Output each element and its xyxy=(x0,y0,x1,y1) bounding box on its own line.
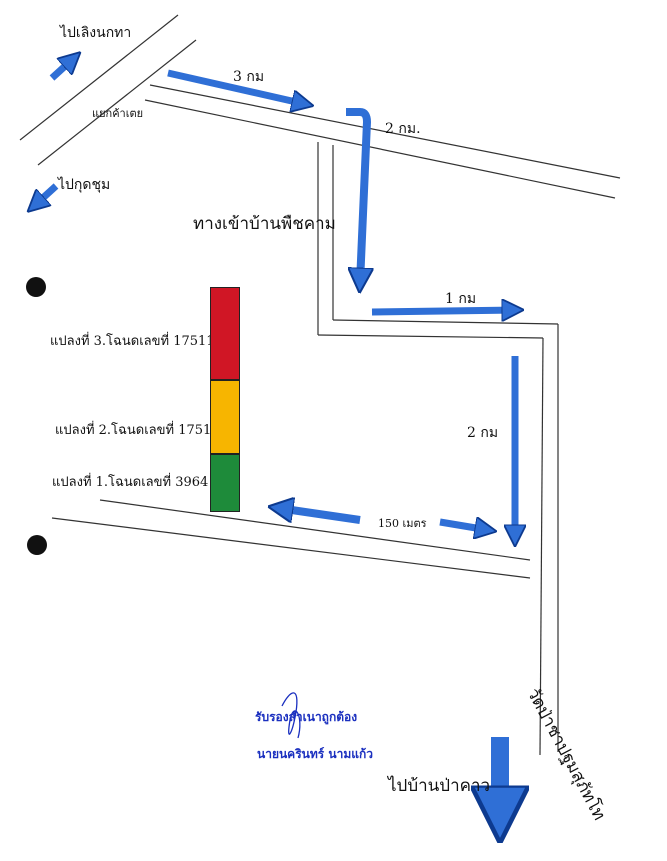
plot-3-block xyxy=(210,287,240,380)
road-diagonal-edge-1 xyxy=(19,14,179,141)
road-lower-edge-1 xyxy=(99,499,531,561)
label-entrance-ban-phuet-kham: ทางเข้าบ้านพืชคาม xyxy=(193,214,336,234)
label-kaeng-kha-toei: แยกค้าเตย xyxy=(92,107,144,120)
arrow-3km xyxy=(167,69,305,104)
label-to-ban-pa-khao: ไปบ้านป่าคาว xyxy=(388,776,491,796)
road-jog-bottom xyxy=(317,334,544,339)
label-dist-2km-right: 2 กม xyxy=(467,425,499,441)
plot-3-label: แปลงที่ 3.โฉนดเลขที่ 17511 xyxy=(50,334,215,349)
arrow-2km-turn xyxy=(346,108,367,283)
certification-line-1: รับรองสำเนาถูกต้อง xyxy=(255,710,358,724)
certification-line-2: นายนครินทร์ นามแก้ว xyxy=(257,747,373,761)
plot-2-label: แปลงที่ 2.โฉนดเลขที่ 17512 xyxy=(55,423,220,438)
label-dist-3km: 3 กม xyxy=(233,69,265,85)
arrow-1km xyxy=(371,310,515,312)
plot-1-block xyxy=(210,454,240,512)
label-dist-2km-top: 2 กม. xyxy=(385,121,421,137)
arrow-to-kut-chum xyxy=(34,183,59,206)
plot-2-block xyxy=(210,380,240,454)
road-right-edge-left xyxy=(539,337,544,756)
road-diagonal-edge-2 xyxy=(37,39,197,166)
road-lower-edge-2 xyxy=(51,517,531,579)
signature-mark xyxy=(281,692,301,739)
plot-1-label: แปลงที่ 1.โฉนดเลขที่ 3964 xyxy=(52,475,209,490)
label-to-loeng-nok-tha: ไปเลิงนกทา xyxy=(60,25,132,41)
arrow-to-loeng-nok-tha xyxy=(49,58,74,81)
label-dist-150m: 150 เมตร xyxy=(378,517,427,530)
punch-hole-bottom xyxy=(27,535,47,555)
label-dist-1km: 1 กม xyxy=(445,291,477,307)
arrow-150m-left xyxy=(278,508,361,524)
road-east-edge-1 xyxy=(149,84,621,179)
arrow-150m-right xyxy=(439,522,488,530)
punch-hole-top xyxy=(26,277,46,297)
road-jog-top xyxy=(332,319,559,325)
label-to-kut-chum: ไปกุดชุม xyxy=(58,177,111,193)
road-east-edge-2 xyxy=(144,99,616,199)
